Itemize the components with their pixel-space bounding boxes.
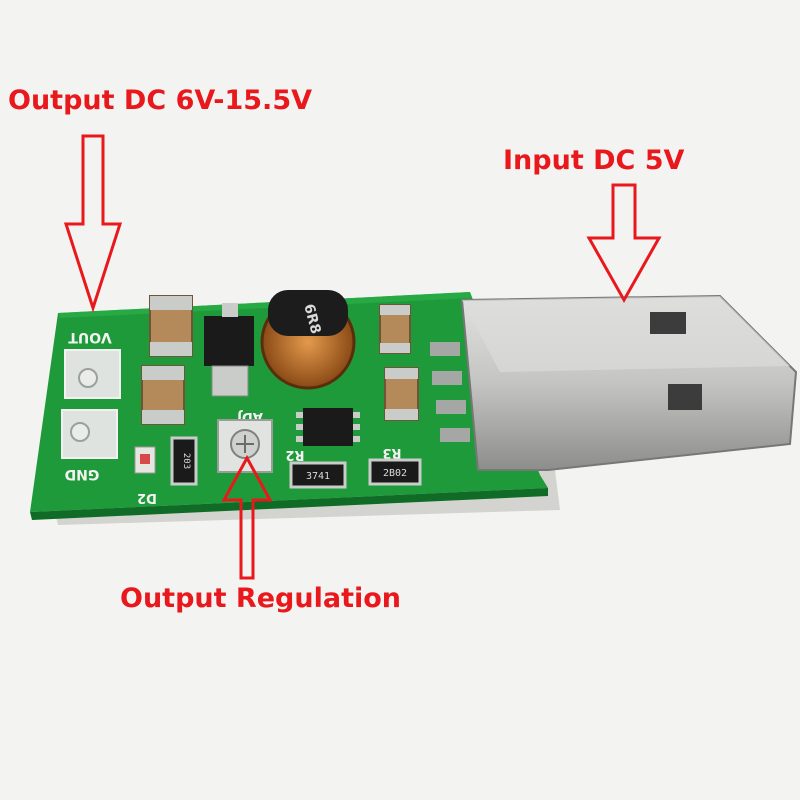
silk-r2: R2	[285, 447, 304, 462]
inductor: 6R8	[260, 290, 356, 390]
silk-r3: R3	[382, 445, 401, 460]
output-regulation-label: Output Regulation	[120, 583, 401, 614]
output-arrow	[63, 134, 123, 313]
output-voltage-label: Output DC 6V-15.5V	[8, 85, 313, 116]
ic-chip	[296, 408, 360, 446]
led	[134, 446, 156, 474]
silk-gnd: GND	[65, 466, 100, 482]
resistor-r3: 2B02	[368, 458, 422, 486]
usb-connector	[430, 294, 798, 471]
resistor-r2-marking: 3741	[306, 471, 330, 482]
capacitor-c4	[384, 367, 419, 421]
capacitor-c2	[141, 365, 185, 425]
resistor-r3-marking: 2B02	[383, 468, 407, 479]
input-arrow	[586, 183, 662, 304]
silk-vout: VOUT	[68, 329, 112, 345]
regulation-arrow	[221, 454, 273, 580]
vout-pad	[64, 349, 121, 399]
capacitor-c1	[149, 295, 193, 357]
diode	[204, 303, 254, 397]
inductor-marking: 6R8	[300, 302, 323, 335]
silk-d2: D2	[137, 490, 157, 505]
resistor-r2: 3741	[289, 461, 347, 489]
usb-slot-bottom	[668, 384, 702, 410]
input-voltage-label: Input DC 5V	[503, 145, 685, 176]
usb-slot-top	[650, 312, 686, 334]
resistor-203-marking: 203	[181, 453, 191, 469]
resistor-203: 203	[170, 436, 198, 486]
gnd-pad	[61, 409, 118, 459]
capacitor-c3	[379, 304, 411, 354]
